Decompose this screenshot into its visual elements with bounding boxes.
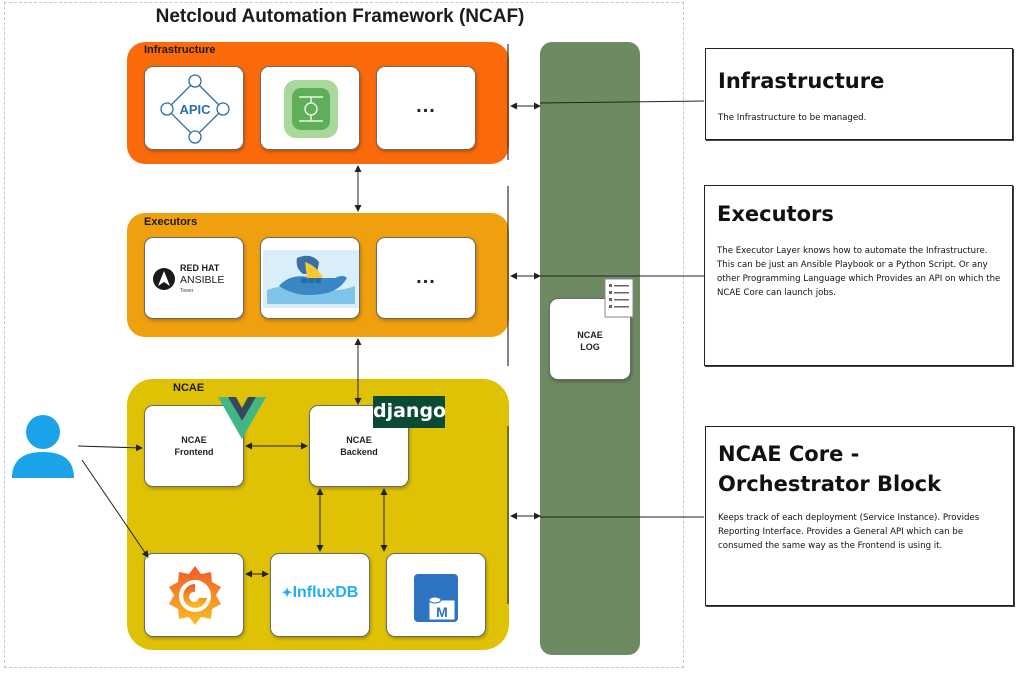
note-infrastructure: Infrastructure The Infrastructure to be …	[705, 48, 1013, 140]
executors-layer-label: Executors	[144, 216, 198, 228]
ncae-frontend-card: NCAE Frontend	[144, 405, 244, 487]
backend-line1: NCAE	[346, 435, 372, 445]
note-core: NCAE Core - Orchestrator Block Keeps tra…	[705, 426, 1014, 606]
influxdb-label: InfluxDB	[292, 584, 359, 601]
grafana-icon	[169, 566, 221, 625]
docker-python-card	[260, 237, 360, 319]
arrow-user-frontend	[77, 444, 143, 452]
note-executors-body: The Executor Layer knows how to automate…	[717, 246, 1001, 298]
ansible-icon: RED HAT ANSIBLE Tower	[153, 263, 224, 294]
frontend-line2: Frontend	[174, 447, 214, 457]
apic-icon: APIC	[160, 74, 230, 144]
log-doc-icon	[604, 278, 634, 318]
frontend-line1: NCAE	[181, 435, 207, 445]
link-infra-note	[539, 100, 705, 104]
ansible-card: RED HAT ANSIBLE Tower	[144, 237, 244, 319]
ansible-line1: RED HAT	[180, 263, 220, 273]
django-label: django	[373, 400, 447, 422]
ncae-log-card: NCAE LOG	[549, 298, 631, 380]
arrow-user-grafana	[81, 459, 149, 558]
backend-line2: Backend	[340, 447, 378, 457]
infrastructure-layer-label: Infrastructure	[144, 44, 216, 56]
influxdb-icon: ✦InfluxDB	[281, 584, 359, 601]
mongo-label: M	[436, 604, 448, 620]
more-dots: ...	[416, 95, 436, 117]
django-icon: django	[373, 396, 447, 428]
executors-more-card: ...	[376, 237, 476, 319]
grafana-card	[144, 553, 244, 637]
docker-python-icon	[263, 250, 359, 308]
note-core-body: Keeps track of each deployment (Service …	[718, 513, 980, 551]
mongo-icon: M	[414, 574, 458, 622]
circuit-icon	[284, 80, 338, 138]
page-title: Netcloud Automation Framework (NCAF)	[155, 6, 525, 27]
note-infrastructure-body: The Infrastructure to be managed.	[718, 113, 867, 123]
user-icon	[12, 415, 74, 478]
vue-icon	[218, 397, 266, 439]
framework-boundary	[4, 2, 684, 668]
influxdb-card: ✦InfluxDB	[270, 553, 370, 637]
mongo-card: M	[386, 553, 486, 637]
ansible-line2: ANSIBLE	[180, 274, 224, 286]
circuit-card	[260, 66, 360, 150]
note-core-title: NCAE Core - Orchestrator Block	[718, 442, 942, 496]
log-line1: NCAE	[577, 330, 603, 340]
note-executors: Executors The Executor Layer knows how t…	[704, 185, 1013, 366]
apic-label: APIC	[179, 102, 211, 117]
ansible-line3: Tower	[180, 288, 194, 294]
apic-card: APIC	[144, 66, 244, 150]
log-line2: LOG	[580, 342, 600, 352]
note-infrastructure-title: Infrastructure	[718, 69, 885, 93]
ncae-layer-label: NCAE	[173, 382, 205, 394]
note-executors-title: Executors	[717, 202, 834, 226]
more-dots: ...	[416, 266, 436, 288]
infrastructure-more-card: ...	[376, 66, 476, 150]
